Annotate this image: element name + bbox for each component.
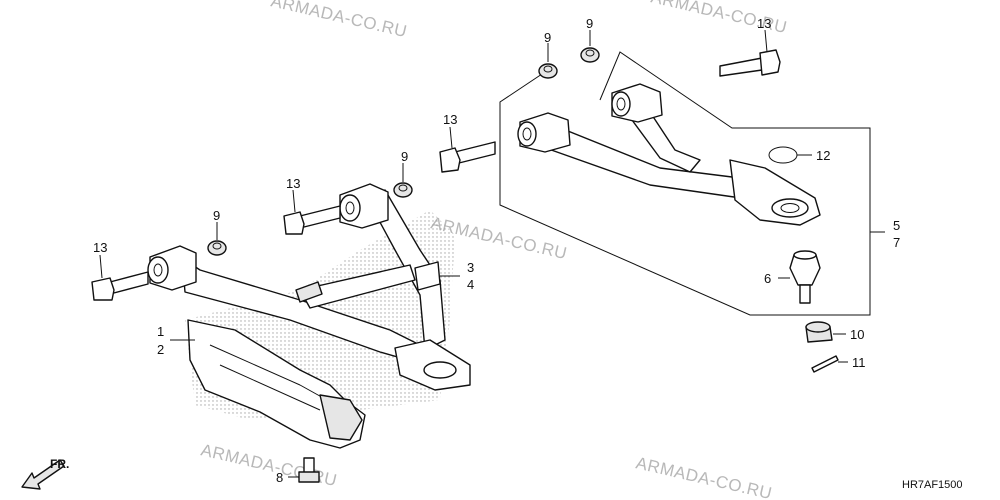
- callout-11: 11: [852, 355, 866, 370]
- bolt-13-upper-rear: [719, 29, 781, 77]
- callouts: 9 9 13 13 9 13 9 13 12 5 7 3 4 6 1 2 10 …: [93, 16, 900, 485]
- cotter-pin-11: [811, 355, 848, 373]
- lower-arm-bushing-rear: [339, 183, 389, 229]
- bolt-13-lower-front: [91, 254, 149, 301]
- upper-arm-bushing-rear: [611, 83, 663, 123]
- ball-joint-6: [778, 250, 821, 304]
- callout-9: 9: [213, 208, 220, 223]
- circlip-12: [768, 146, 812, 164]
- callout-3: 3: [467, 260, 474, 275]
- watermark-text: ARMADA-CO.RU: [634, 453, 774, 500]
- upper-arm-frame: [499, 51, 871, 316]
- diagram-code: HR7AF1500: [902, 479, 963, 491]
- bolt-13-lower-rear: [283, 189, 341, 235]
- bolt-13-upper-front: [439, 126, 496, 173]
- callout-12: 12: [816, 148, 830, 163]
- callout-13: 13: [757, 16, 771, 31]
- bolt-8: [288, 457, 320, 483]
- lower-arm-ball-joint-mount: [394, 339, 471, 391]
- callout-9: 9: [586, 16, 593, 31]
- nut-9-upper-b: [580, 30, 600, 63]
- castle-nut-10: [805, 321, 846, 343]
- callout-9: 9: [401, 149, 408, 164]
- watermark-text: ARMADA-CO.RU: [199, 440, 339, 490]
- callout-13: 13: [286, 176, 300, 191]
- callout-9: 9: [544, 30, 551, 45]
- watermark-text: ARMADA-CO.RU: [269, 0, 409, 41]
- nut-9-lower-b: [393, 163, 413, 198]
- upper-arm-bushing-front: [517, 112, 571, 153]
- nut-9-upper-a: [538, 43, 558, 79]
- callout-13: 13: [443, 112, 457, 127]
- callout-7: 7: [893, 235, 900, 250]
- nut-9-lower-a: [207, 222, 227, 256]
- callout-5: 5: [893, 218, 900, 233]
- lower-arm-bracket: [414, 261, 441, 291]
- lower-arm-assembly: [147, 183, 471, 449]
- callout-1: 1: [157, 324, 164, 339]
- callout-2: 2: [157, 342, 164, 357]
- front-direction-label: FR.: [50, 457, 69, 471]
- callout-6: 6: [764, 271, 771, 286]
- skid-plate: [187, 319, 366, 449]
- upper-arm-assembly: [499, 51, 885, 316]
- front-direction-arrow: FR.: [21, 457, 69, 490]
- callout-10: 10: [850, 327, 864, 342]
- lower-arm-crossbar: [299, 264, 416, 309]
- callout-4: 4: [467, 277, 474, 292]
- upper-arm-rear-tube: [629, 107, 701, 173]
- callout-8: 8: [276, 470, 283, 485]
- upper-arm-ball-joint-mount: [729, 159, 821, 226]
- lower-arm-bushing-front: [147, 245, 197, 291]
- callout-13: 13: [93, 240, 107, 255]
